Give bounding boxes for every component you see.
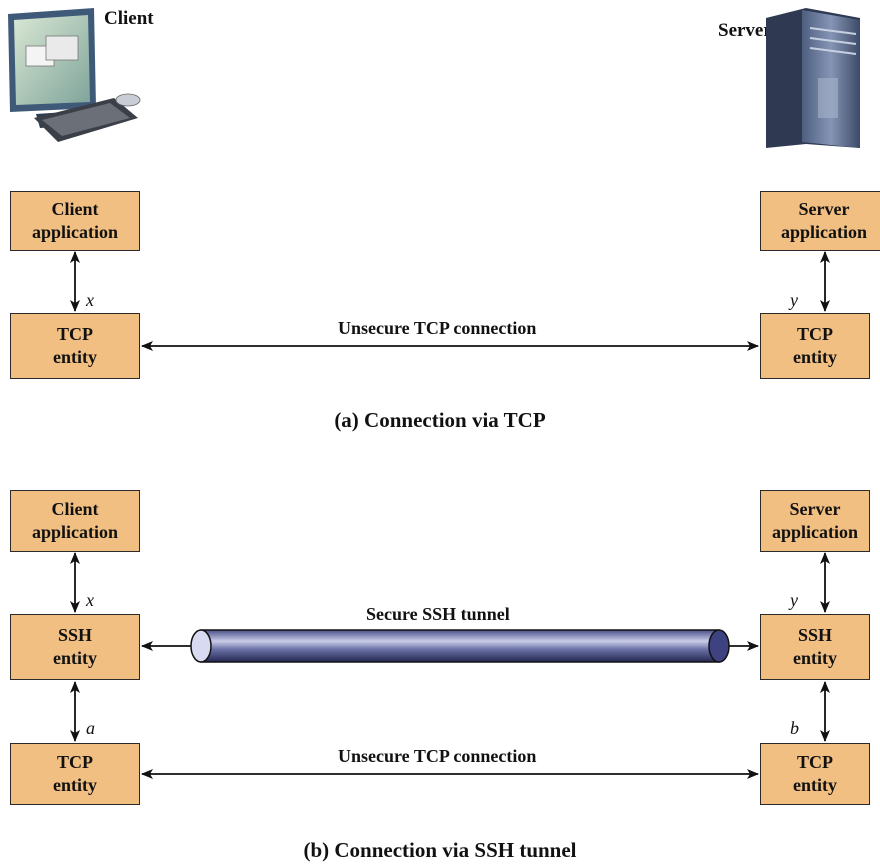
server-application-box-a: Server application [760, 191, 880, 251]
server-application-box-b: Server application [760, 490, 870, 552]
server-label: Server [718, 20, 772, 41]
ssh-tunnel-pipe [190, 629, 730, 663]
server-ssh-entity-box: SSH entity [760, 614, 870, 680]
port-y-label-a: y [790, 290, 798, 310]
port-x-label-b: x [86, 590, 94, 610]
client-tcp-entity-box-a: TCP entity [10, 313, 140, 379]
client-computer-icon [8, 8, 141, 142]
client-label: Client [104, 8, 154, 29]
caption-b: (b) Connection via SSH tunnel [303, 838, 577, 862]
secure-ssh-tunnel-label: Secure SSH tunnel [366, 604, 510, 624]
unsecure-tcp-label-a: Unsecure TCP connection [338, 318, 537, 338]
server-tcp-entity-box-b: TCP entity [760, 743, 870, 805]
client-application-box-b: Client application [10, 490, 140, 552]
port-x-label-a: x [86, 290, 94, 310]
client-ssh-entity-box: SSH entity [10, 614, 140, 680]
port-b-label-b: b [790, 718, 799, 738]
caption-a: (a) Connection via TCP [334, 408, 546, 432]
port-y-label-b: y [790, 590, 798, 610]
client-tcp-entity-box-b: TCP entity [10, 743, 140, 805]
server-tcp-entity-box-a: TCP entity [760, 313, 870, 379]
port-a-label-b: a [86, 718, 95, 738]
unsecure-tcp-label-b: Unsecure TCP connection [338, 746, 537, 766]
client-application-box-a: Client application [10, 191, 140, 251]
server-tower-icon [766, 8, 860, 148]
